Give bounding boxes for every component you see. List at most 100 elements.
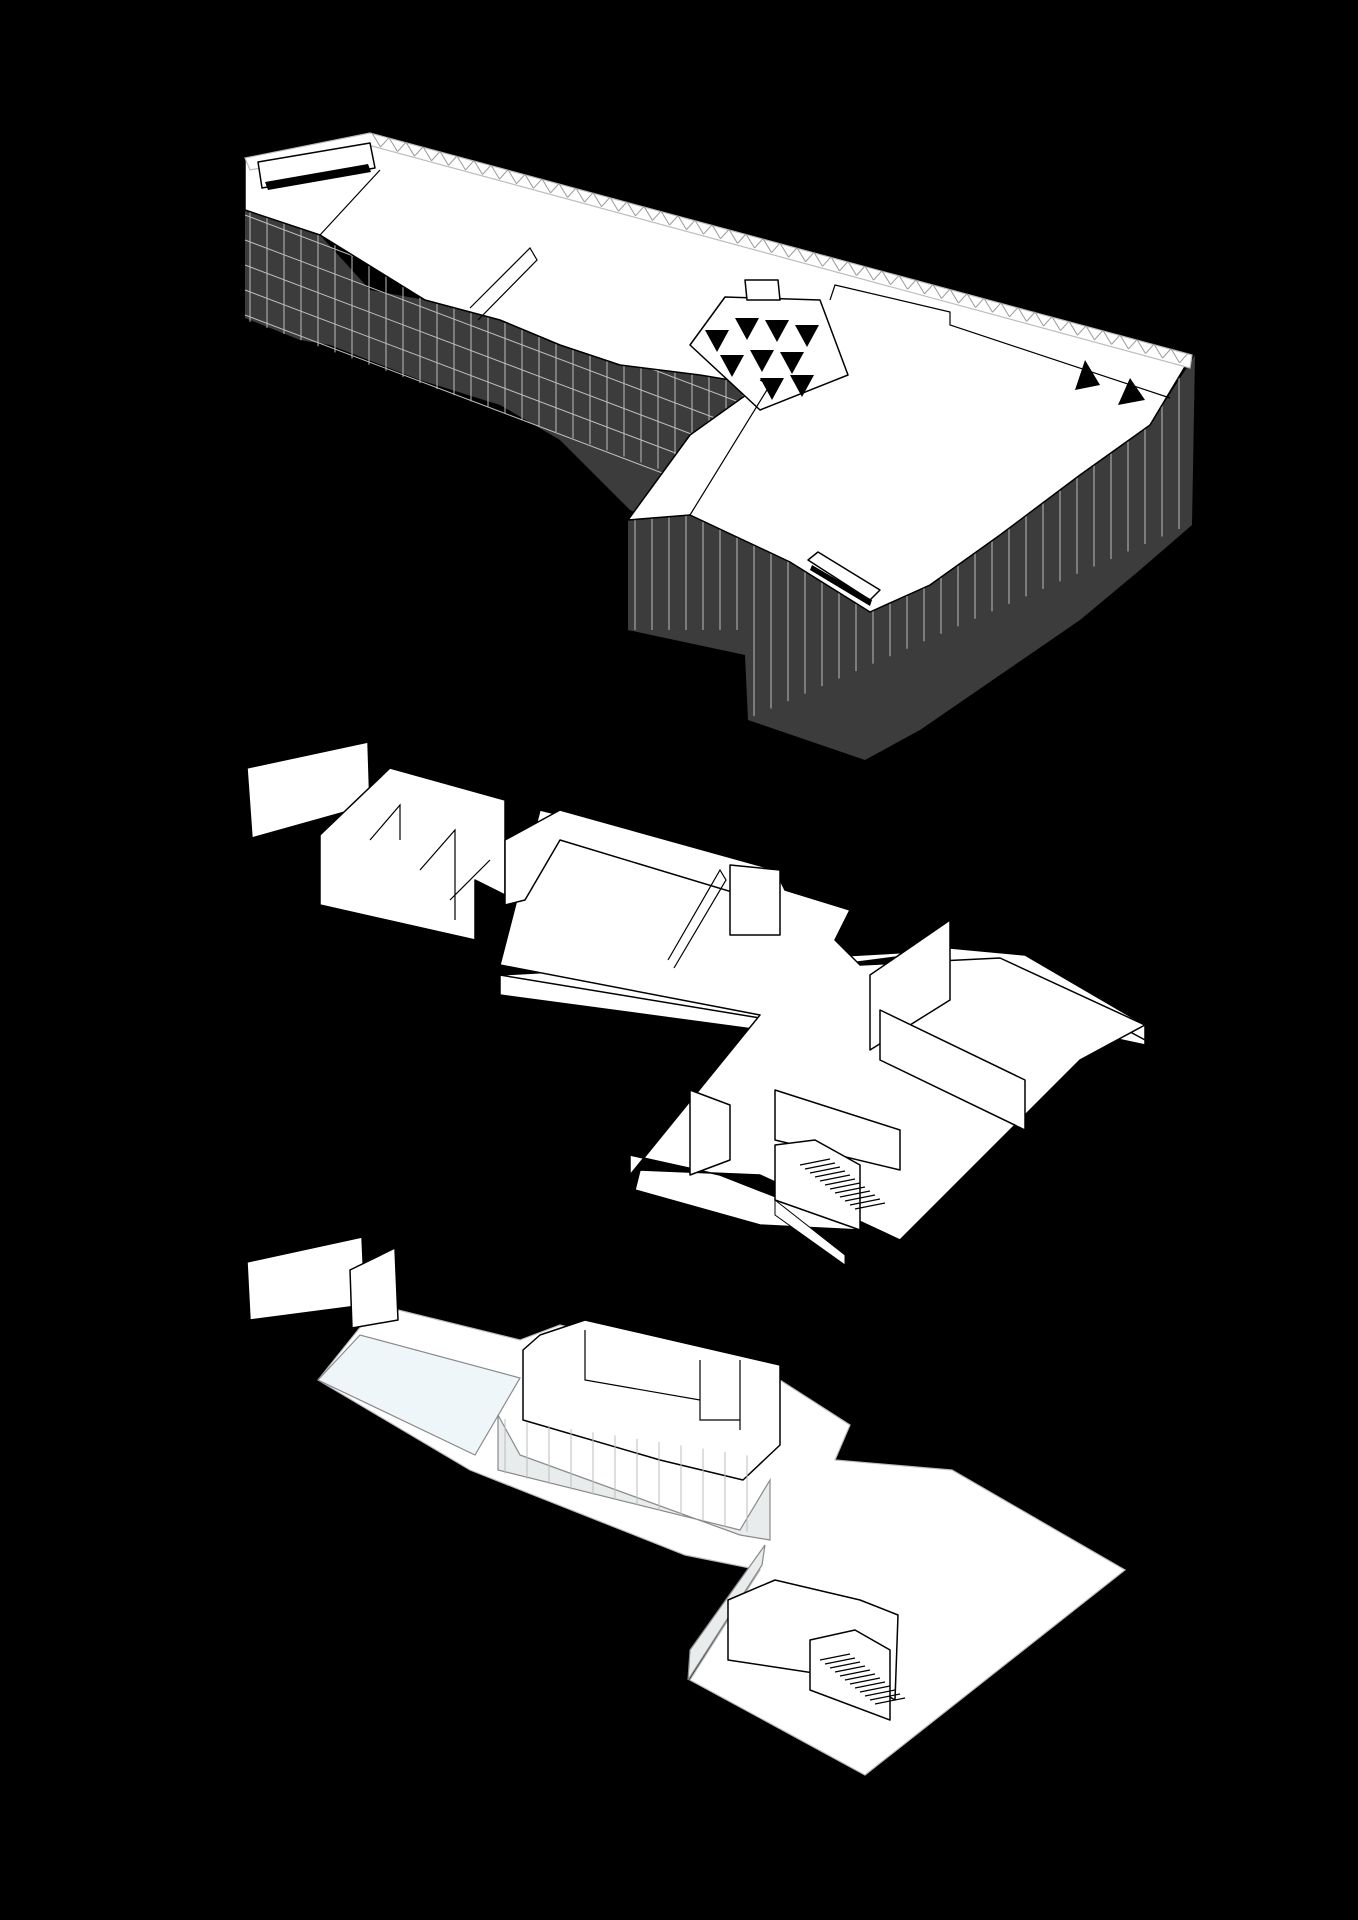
truss-member	[380, 137, 390, 148]
truss-member	[652, 210, 662, 221]
truss-member	[890, 274, 900, 286]
courtyard-triangle	[790, 375, 814, 397]
upper-stair-ramp	[774, 1198, 846, 1266]
roof-notch-1	[1075, 360, 1100, 390]
truss-member	[881, 270, 891, 285]
truss-member	[1077, 325, 1087, 336]
truss-member	[1026, 311, 1036, 322]
truss-member	[1034, 311, 1044, 327]
roof-parapet	[244, 132, 1193, 369]
courtyard-skylight	[744, 279, 781, 301]
truss-member	[779, 242, 789, 258]
truss-member	[1111, 334, 1121, 345]
ground-stair-well	[809, 1629, 891, 1721]
ground-glazing-mullions	[504, 1419, 748, 1532]
truss-member	[728, 229, 738, 244]
truss-member	[567, 187, 577, 198]
truss-member	[694, 219, 704, 235]
roof-inner-wall-3	[829, 284, 1171, 399]
upper-wall-lower-a	[774, 1089, 901, 1171]
truss-member	[966, 293, 976, 308]
skylight-right-opening	[810, 565, 872, 606]
roof-inner-wall-1	[319, 169, 381, 236]
truss-member	[1170, 348, 1180, 363]
truss-member	[864, 265, 874, 281]
truss-member	[609, 197, 619, 212]
truss-member	[873, 270, 883, 281]
roof-inner-wall-4	[689, 379, 771, 516]
courtyard-triangle	[780, 352, 804, 374]
truss-member	[533, 178, 543, 189]
skylight-left	[257, 142, 376, 189]
courtyard-triangle	[795, 325, 819, 347]
courtyard-triangle	[735, 318, 759, 340]
truss-member	[762, 238, 772, 253]
truss-member	[1085, 325, 1095, 341]
truss-member	[1179, 352, 1189, 364]
ground-glazing-front	[497, 1414, 771, 1541]
truss-member	[575, 187, 585, 203]
truss-member	[1094, 330, 1104, 341]
truss-member	[643, 206, 653, 221]
truss-member	[516, 173, 526, 185]
truss-member	[788, 247, 798, 258]
truss-member	[737, 233, 747, 244]
truss-member	[813, 252, 823, 267]
courtyard-triangle	[720, 355, 744, 377]
truss-member	[1043, 316, 1053, 327]
facade-left-wing	[245, 158, 760, 525]
truss-member	[1128, 339, 1138, 350]
upper-stairs	[799, 1158, 886, 1210]
courtyard-triangle	[750, 350, 774, 372]
roof-level	[244, 132, 1195, 760]
skylight-right	[807, 551, 881, 601]
truss-member	[720, 229, 730, 240]
truss-member	[439, 151, 449, 166]
courtyard-triangle	[705, 330, 729, 352]
ground-floor	[246, 1236, 1127, 1776]
truss-member	[669, 215, 679, 226]
truss-member	[805, 252, 815, 263]
truss-member	[745, 233, 755, 249]
truss-member	[626, 201, 636, 217]
roof-slab	[244, 132, 1193, 613]
truss-member	[839, 261, 849, 272]
truss-member	[482, 164, 492, 175]
courtyard-triangle	[765, 320, 789, 342]
upper-freestanding-wall	[667, 868, 727, 969]
truss-member	[1060, 320, 1070, 331]
truss-member	[822, 256, 832, 267]
truss-member	[992, 302, 1002, 313]
truss-member	[771, 242, 781, 253]
truss-member	[924, 284, 934, 295]
ground-stairs	[819, 1653, 906, 1705]
truss-member	[949, 288, 959, 304]
truss-member	[524, 174, 534, 189]
truss-member	[856, 265, 866, 276]
truss-member	[830, 256, 840, 272]
upper-room-left-b	[319, 767, 506, 941]
truss-member	[847, 261, 857, 276]
truss-member	[456, 155, 466, 171]
truss-member	[983, 297, 993, 313]
truss-member	[592, 192, 602, 207]
truss-member	[405, 141, 415, 157]
roof-notch-2	[1118, 378, 1145, 405]
truss-member	[618, 201, 628, 212]
truss-member	[975, 297, 985, 308]
truss-member	[1136, 339, 1146, 354]
truss-member	[932, 284, 942, 299]
truss-member	[635, 206, 645, 217]
upper-stair-core	[729, 864, 781, 936]
facade-transom	[244, 289, 761, 486]
truss-member	[448, 155, 458, 166]
truss-member	[703, 224, 713, 235]
truss-member	[371, 132, 381, 148]
truss-member	[677, 215, 687, 230]
facade-transom	[244, 239, 761, 436]
truss-member	[1051, 316, 1061, 331]
truss-member	[499, 169, 509, 180]
upper-room-partitions	[369, 803, 491, 920]
